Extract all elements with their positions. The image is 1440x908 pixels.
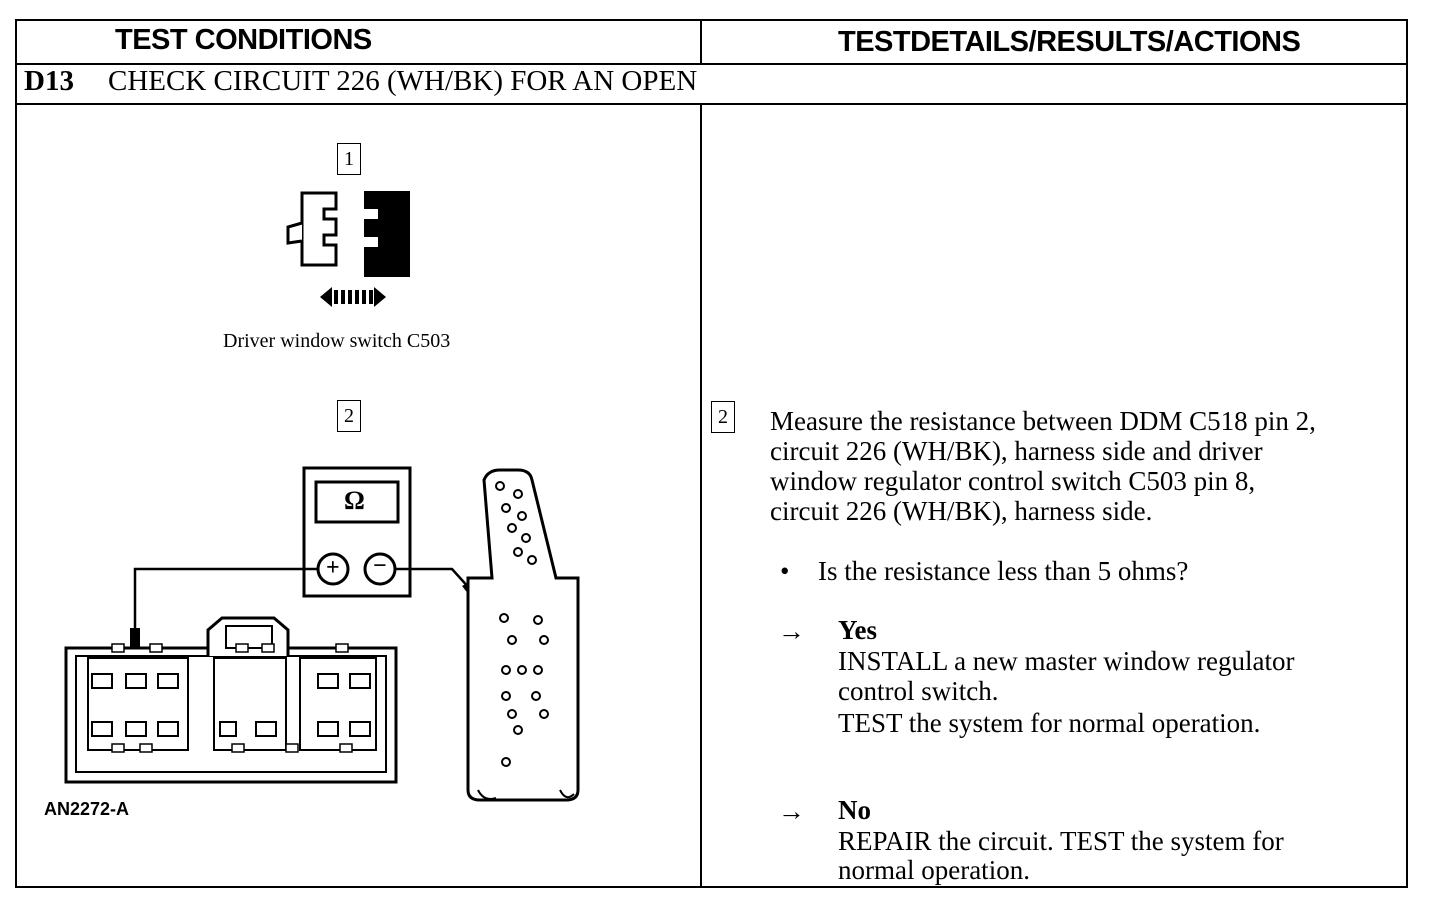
figure-id: AN2272-A <box>44 799 130 819</box>
step-title: CHECK CIRCUIT 226 (WH/BK) FOR AN OPEN <box>108 65 698 97</box>
instruction-line-2: circuit 226 (WH/BK), harness side and dr… <box>770 436 1263 466</box>
instruction-line-3: window regulator control switch C503 pin… <box>770 466 1256 496</box>
figure-2-number: 2 <box>337 400 361 432</box>
question-text: Is the resistance less than 5 ohms? <box>818 556 1189 586</box>
table-border-bottom <box>15 886 1408 888</box>
figure-1-caption: Driver window switch C503 <box>223 330 451 352</box>
yes-action-line-2: control switch. <box>838 676 999 706</box>
column-divider-upper <box>700 19 702 65</box>
yes-action-line-3: TEST the system for normal operation. <box>838 708 1261 738</box>
column-divider-lower <box>700 103 702 888</box>
table-border-left <box>15 19 17 888</box>
test-details-header: TESTDETAILS/RESULTS/ACTIONS <box>838 26 1301 58</box>
table-border-right <box>1406 19 1408 888</box>
yes-arrow-icon: → <box>778 616 805 646</box>
instruction-line-4: circuit 226 (WH/BK), harness side. <box>770 496 1153 526</box>
step-id: D13 <box>24 65 74 97</box>
test-conditions-header: TEST CONDITIONS <box>115 24 372 56</box>
instruction-line-1: Measure the resistance between DDM C518 … <box>770 406 1316 436</box>
no-action-line-2: normal operation. <box>838 855 1030 885</box>
multimeter-test-diagram <box>64 466 580 802</box>
meter-plus-terminal: + <box>326 555 340 581</box>
yes-action-line-1: INSTALL a new master window regulator <box>838 646 1295 676</box>
title-divider <box>15 103 1408 105</box>
ohmmeter-symbol: Ω <box>344 486 365 515</box>
no-action-line-1: REPAIR the circuit. TEST the system for <box>838 826 1284 856</box>
yes-label: Yes <box>838 615 877 645</box>
figure-1-number: 1 <box>337 143 361 175</box>
bullet-icon: • <box>780 556 790 586</box>
no-label: No <box>838 795 871 825</box>
connector-disconnect-icon <box>286 191 410 307</box>
table-border-top <box>15 19 1408 21</box>
no-arrow-icon: → <box>778 796 805 826</box>
meter-minus-terminal: − <box>373 553 387 579</box>
header-divider <box>15 63 1408 65</box>
details-step-number: 2 <box>711 401 735 433</box>
